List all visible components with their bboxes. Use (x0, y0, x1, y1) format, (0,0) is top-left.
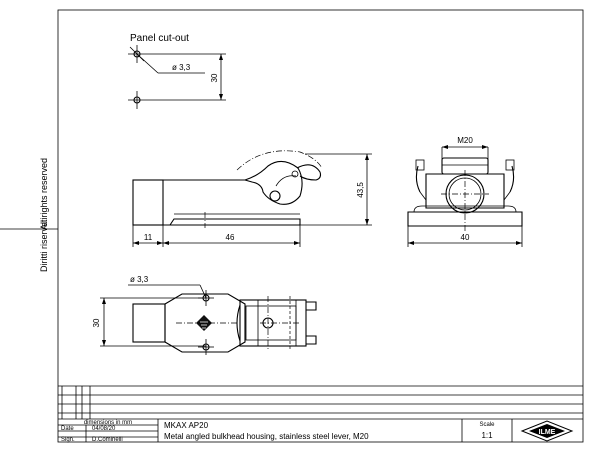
rights-text-it: Diritti riservati (39, 217, 49, 272)
sign-value: D.Cominelli (92, 437, 123, 443)
product-description: Metal angled bulkhead housing, stainless… (164, 432, 369, 441)
date-label: Date (61, 426, 74, 432)
panel-cutout-view: Panel cut-out ø 3,3 30 (128, 33, 226, 109)
top-view: ø 3,3 30 (92, 275, 317, 355)
scale-value: 1:1 (481, 431, 493, 440)
title-block: dimensions in mm Date 04/08/20 Sign. D.C… (58, 385, 583, 443)
date-value: 04/08/20 (92, 426, 116, 432)
rights-text-en: All rights reserved (39, 158, 49, 230)
top-height-dim: 30 (92, 318, 101, 327)
side-height-dim: 43,5 (356, 182, 365, 198)
front-thread-dim: M20 (457, 136, 473, 145)
scale-label: Scale (479, 422, 495, 428)
front-width-dim: 40 (461, 233, 470, 242)
side-view: 43,5 11 46 (132, 150, 372, 247)
cutout-hole-diameter: ø 3,3 (172, 63, 191, 72)
company-logo: ILME (520, 420, 574, 442)
side-offset-dim: 11 (144, 233, 153, 242)
units-note: dimensions in mm (84, 420, 132, 426)
side-length-dim: 46 (226, 233, 235, 242)
sheet-border (57, 9, 584, 443)
sign-label: Sign. (61, 437, 75, 443)
panel-cutout-title: Panel cut-out (130, 33, 189, 44)
front-view: M20 40 (407, 136, 523, 247)
top-hole-diameter: ø 3,3 (130, 275, 149, 284)
logo-text: ILME (539, 429, 556, 436)
cutout-spacing: 30 (210, 73, 219, 82)
product-code: MKAX AP20 (164, 421, 209, 430)
